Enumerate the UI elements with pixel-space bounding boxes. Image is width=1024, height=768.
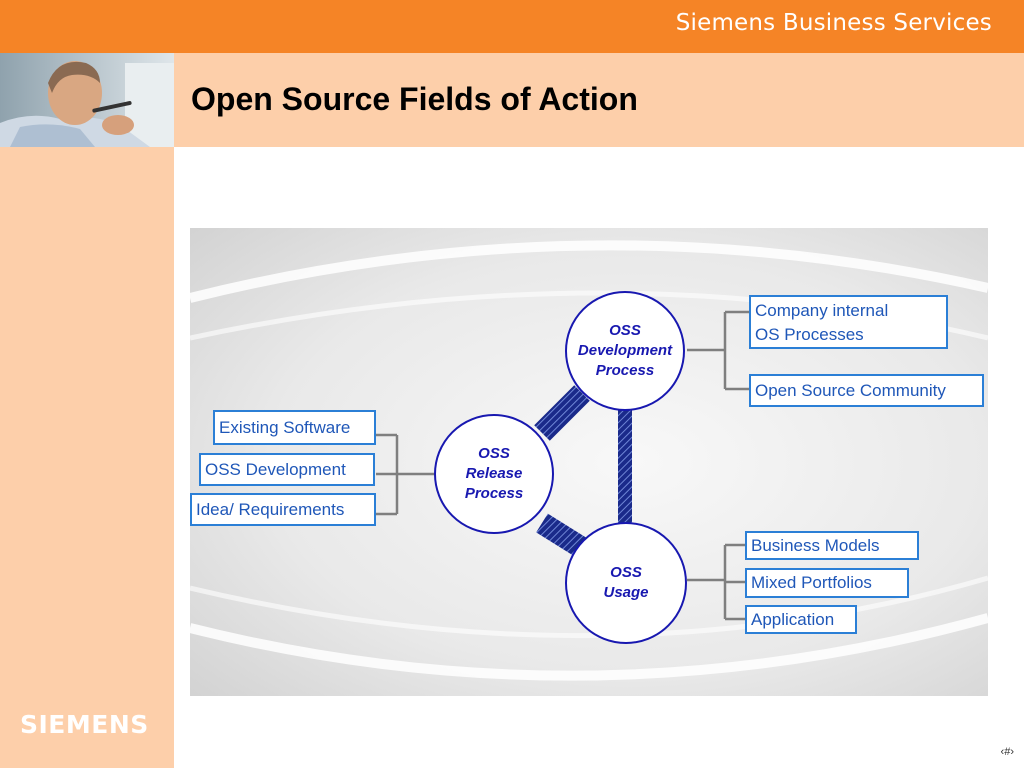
left-bracket	[376, 433, 434, 516]
node-usage: OSS Usage	[565, 522, 687, 644]
box-company-internal-processes: Company internal OS Processes	[749, 295, 948, 349]
connector-development-usage	[618, 410, 632, 526]
connector-release-usage	[536, 513, 588, 558]
title-band: Open Source Fields of Action	[174, 53, 1024, 147]
node-development-process: OSS Development Process	[565, 291, 685, 411]
box-business-models: Business Models	[745, 531, 919, 560]
top-right-bracket	[687, 310, 749, 391]
person-photo	[0, 53, 174, 147]
page-number: ‹#›	[1000, 746, 1014, 758]
siemens-logo: SIEMENS	[20, 710, 149, 739]
node-release-process: OSS Release Process	[434, 414, 554, 534]
brand-name: Siemens Business Services	[675, 10, 992, 36]
box-idea-requirements: Idea/ Requirements	[190, 493, 376, 526]
box-oss-development: OSS Development	[199, 453, 375, 486]
page-title: Open Source Fields of Action	[191, 81, 638, 117]
header-bar: Siemens Business Services	[0, 0, 1024, 53]
sidebar: SIEMENS	[0, 147, 174, 768]
box-existing-software: Existing Software	[213, 410, 376, 445]
connector-release-development	[534, 385, 590, 441]
box-open-source-community: Open Source Community	[749, 374, 984, 407]
bottom-right-bracket	[687, 543, 745, 621]
box-mixed-portfolios: Mixed Portfolios	[745, 568, 909, 598]
box-application: Application	[745, 605, 857, 634]
